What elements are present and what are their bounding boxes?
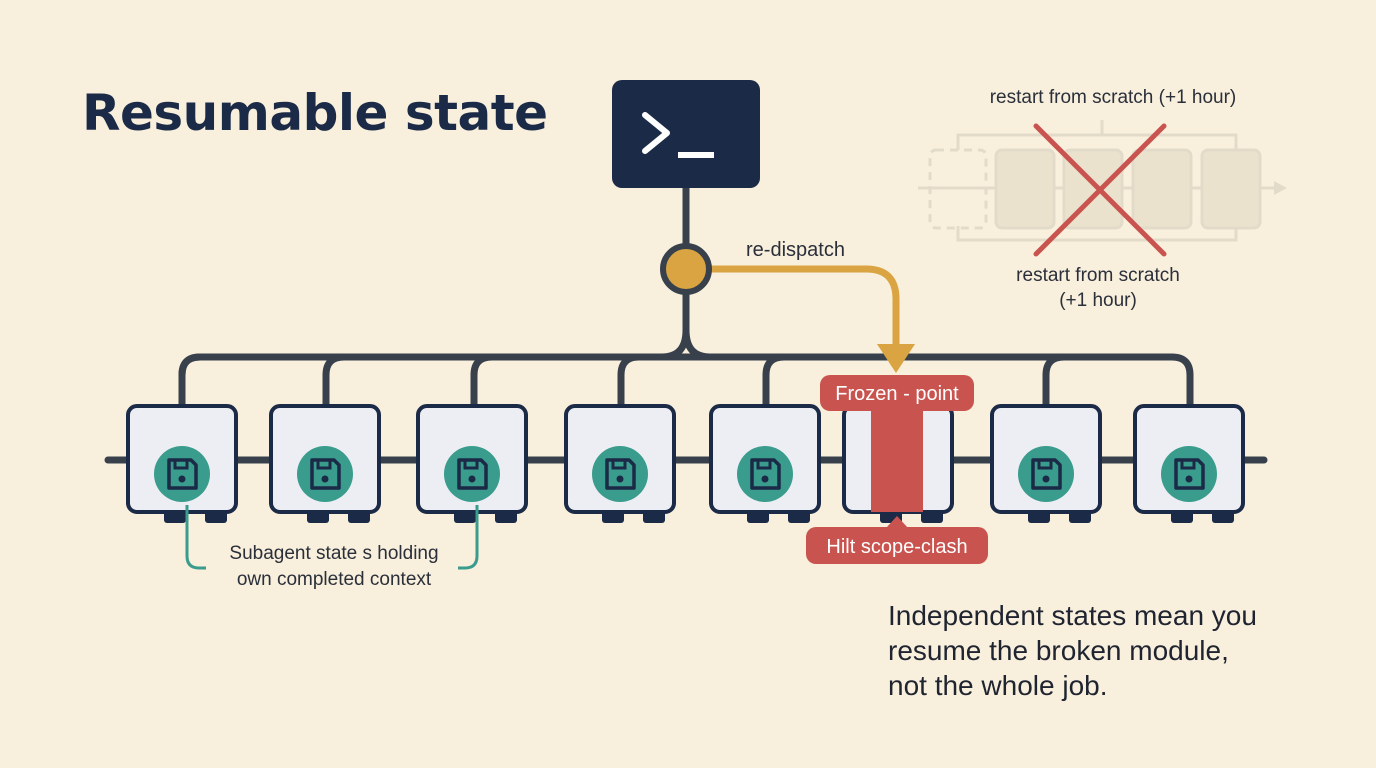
frozen-error-label: Hilt scope-clash	[826, 536, 967, 558]
callout-bracket-right	[458, 505, 479, 570]
restart-cross-icon	[1033, 123, 1167, 257]
trunk-split-right	[682, 329, 711, 361]
module-box[interactable]	[990, 404, 1102, 523]
distribution-bus	[200, 353, 1194, 406]
restart-bottom-label-line-2: (+1 hour)	[1059, 290, 1137, 311]
module-box[interactable]	[269, 404, 381, 523]
terminal-box[interactable]	[612, 80, 760, 188]
module-box[interactable]	[416, 404, 528, 523]
ghost-module	[1200, 148, 1262, 230]
bus-drop	[178, 353, 201, 406]
takeaway-line-2: resume the broken module,	[888, 635, 1229, 666]
module-box[interactable]	[564, 404, 676, 523]
callout-line-2: own completed context	[237, 569, 432, 590]
save-disk-icon	[444, 446, 500, 502]
trunk-split-left	[661, 329, 690, 361]
redispatch-path	[710, 265, 900, 344]
frozen-point-label: Frozen - point	[835, 383, 959, 405]
takeaway-line-3: not the whole job.	[888, 670, 1108, 701]
bus-drop	[470, 353, 493, 406]
frozen-point-tag: Frozen - point	[820, 375, 974, 411]
callout-line-1: Subagent state s holding	[229, 543, 438, 564]
ghost-module	[1131, 148, 1193, 230]
restart-ghost-pipeline	[918, 120, 1287, 242]
ghost-module	[994, 148, 1056, 230]
redispatch-arrow-head	[877, 344, 915, 373]
module-box[interactable]	[709, 404, 821, 523]
bus-drop	[617, 353, 640, 406]
module-frozen[interactable]	[842, 404, 954, 523]
bus-drop	[322, 353, 345, 406]
callout-bracket-left	[185, 505, 206, 570]
page-title: Resumable state	[82, 84, 548, 142]
terminal-prompt-icon	[642, 112, 714, 158]
bus-drops	[178, 353, 1065, 406]
save-disk-icon	[1018, 446, 1074, 502]
frozen-band	[871, 406, 923, 512]
save-disk-icon	[297, 446, 353, 502]
ghost-module-pending	[928, 148, 988, 230]
save-disk-icon	[592, 446, 648, 502]
restart-bottom-label-line-1: restart from scratch	[1016, 265, 1180, 286]
dispatch-node	[660, 243, 712, 295]
module-box[interactable]	[126, 404, 238, 523]
frozen-error-tag: Hilt scope-clash	[806, 516, 988, 564]
save-disk-icon	[1161, 446, 1217, 502]
save-disk-icon	[154, 446, 210, 502]
module-box[interactable]	[1133, 404, 1245, 523]
bus-drop	[762, 353, 785, 406]
redispatch-label: re-dispatch	[746, 239, 845, 261]
module-row	[126, 404, 1245, 523]
restart-top-label: restart from scratch (+1 hour)	[990, 87, 1237, 108]
takeaway-line-1: Independent states mean you	[888, 600, 1257, 631]
takeaway-text: Independent states mean you resume the b…	[888, 598, 1358, 703]
bus-drop	[1042, 353, 1065, 406]
save-disk-icon	[737, 446, 793, 502]
ghost-arrow-head	[1274, 181, 1287, 195]
